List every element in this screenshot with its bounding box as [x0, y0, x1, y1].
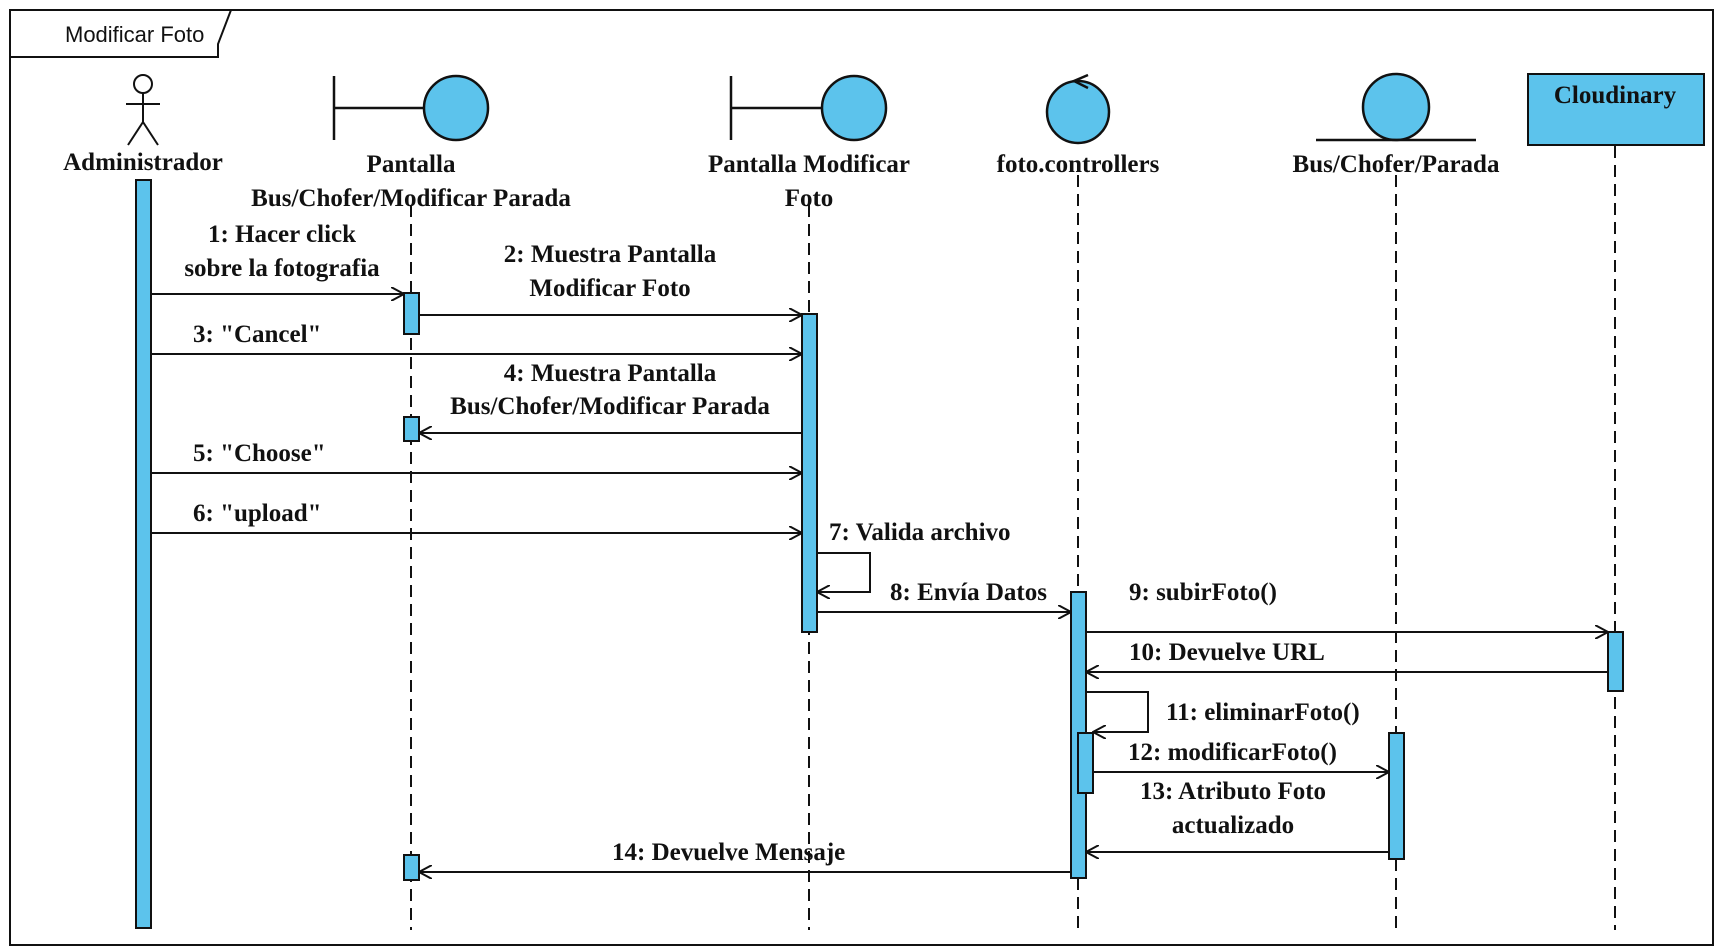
message-label-4-line1: 4: Muestra Pantalla [504, 360, 717, 387]
message-label-12: 12: modificarFoto() [1128, 739, 1337, 766]
message-label-9: 9: subirFoto() [1129, 579, 1277, 606]
activation-pantalla-parada-3 [403, 854, 420, 881]
boundary-icon [332, 74, 490, 142]
message-label-8: 8: Envía Datos [890, 579, 1047, 606]
participant-label-foto-line1: Pantalla Modificar [708, 151, 910, 178]
diagram-frame: Modificar Foto [9, 9, 1714, 946]
activation-entity [1388, 732, 1405, 860]
participant-label-controller: foto.controllers [997, 151, 1160, 178]
participant-label-cloudinary: Cloudinary [1554, 82, 1677, 109]
message-label-7: 7: Valida archivo [829, 519, 1011, 546]
participant-label-pantalla-line2: Bus/Chofer/Modificar Parada [251, 185, 571, 212]
message-arrow-11-self [1086, 691, 1149, 732]
message-label-1-line1: 1: Hacer click [208, 221, 356, 248]
control-foto-controllers: foto.controllers [997, 73, 1160, 178]
message-label-5: 5: "Choose" [193, 440, 326, 467]
participant-label-pantalla-line1: Pantalla [367, 151, 456, 178]
participant-label-administrador: Administrador [63, 149, 223, 176]
message-label-11: 11: eliminarFoto() [1166, 699, 1360, 726]
message-label-1-line2: sobre la fotografia [184, 255, 380, 282]
message-label-6: 6: "upload" [193, 500, 322, 527]
message-label-2-line1: 2: Muestra Pantalla [504, 241, 717, 268]
message-label-13-line1: 13: Atributo Foto [1140, 778, 1326, 805]
participant-label-foto-line2: Foto [785, 185, 834, 212]
frame-title: Modificar Foto [65, 22, 204, 47]
activation-controller-nested [1077, 732, 1094, 794]
activation-pantalla-parada-2 [403, 416, 420, 442]
boundary-icon [729, 74, 888, 142]
activation-cloudinary [1607, 631, 1624, 692]
message-arrow-7-self [817, 552, 871, 592]
message-label-4-line2: Bus/Chofer/Modificar Parada [450, 393, 770, 420]
boundary-pantalla-parada: Pantalla Bus/Chofer/Modificar Parada [251, 74, 571, 212]
external-cloudinary: Cloudinary [1527, 73, 1705, 146]
control-icon [1045, 73, 1111, 145]
activation-administrador [135, 179, 152, 929]
message-label-13-line2: actualizado [1172, 812, 1294, 839]
entity-icon [1316, 72, 1476, 142]
participant-label-entity: Bus/Chofer/Parada [1293, 151, 1500, 178]
message-label-3: 3: "Cancel" [193, 321, 321, 348]
activation-pantalla-parada-1 [403, 292, 420, 335]
activation-pantalla-foto [801, 313, 818, 633]
actor-administrador: Administrador [63, 74, 223, 176]
boundary-pantalla-foto: Pantalla Modificar Foto [708, 74, 910, 212]
message-label-10: 10: Devuelve URL [1129, 639, 1325, 666]
cloudinary-box [1527, 73, 1705, 146]
message-label-14: 14: Devuelve Mensaje [612, 839, 845, 866]
entity-bus-chofer-parada: Bus/Chofer/Parada [1293, 72, 1500, 178]
message-label-2-line2: Modificar Foto [529, 275, 690, 302]
actor-icon [126, 74, 160, 146]
